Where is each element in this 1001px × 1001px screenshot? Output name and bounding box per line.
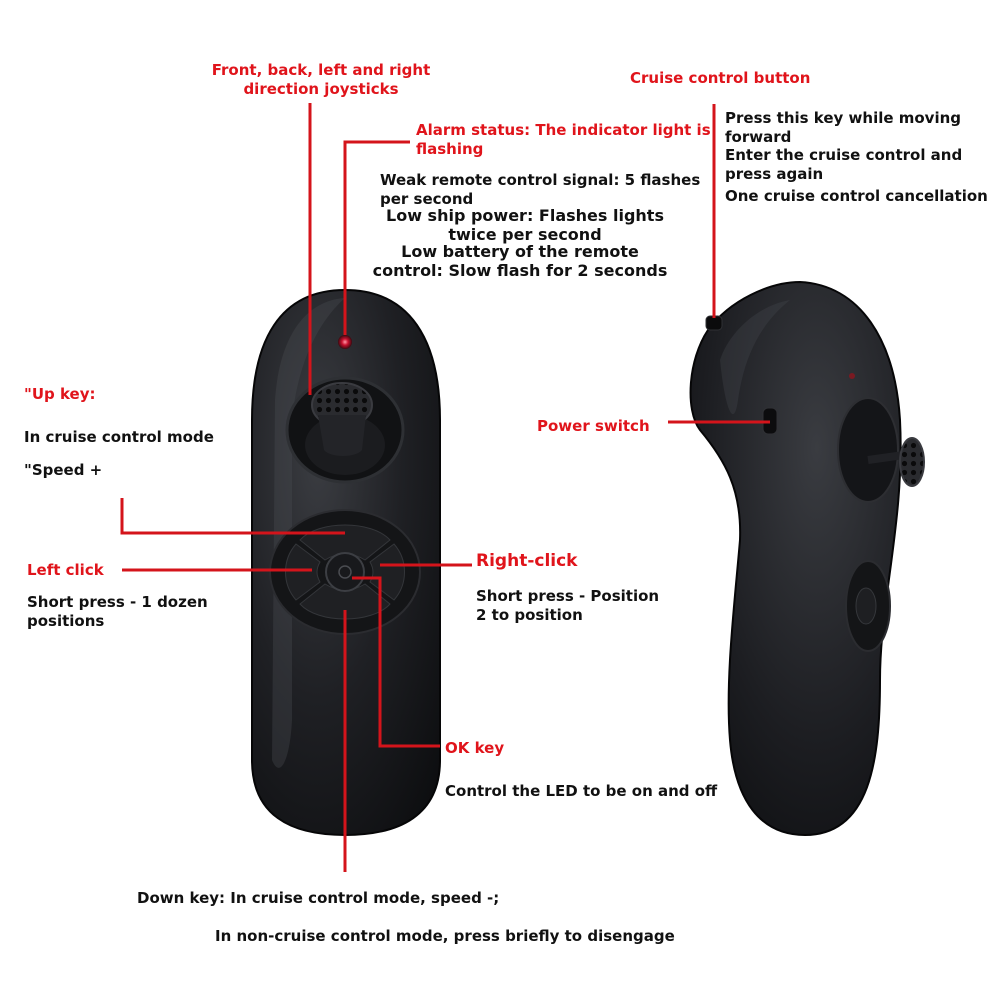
cruise-title: Cruise control button [630,69,811,87]
ok-key-button[interactable] [325,552,365,592]
alarm-ship-line1: Low ship power: Flashes lights [386,206,664,225]
up-key-desc-line2: "Speed + [24,461,103,479]
remote-side-view [689,280,925,837]
left-click-title: Left click [27,561,104,579]
cruise-description: Press this key while moving forward Ente… [725,109,988,206]
cruise-desc-line1: Press this key while moving [725,109,962,127]
alarm-batt-line2: control: Slow flash for 2 seconds [372,261,668,280]
up-key-leader-line [120,498,345,535]
left-click-description: Short press - 1 dozen positions [27,593,208,631]
remote-front-view [251,288,441,837]
right-click-title: Right-click [476,551,578,571]
cruise-desc-line3: Enter the cruise control and [725,146,963,164]
alarm-weak-signal-text: Weak remote control signal: 5 flashes pe… [380,171,700,209]
leader-lines [120,103,770,872]
alarm-leader-line [343,140,410,335]
cruise-desc-line5: One cruise control cancellation [725,187,988,205]
alarm-weak-line2: per second [380,190,474,208]
right-click-desc-line1: Short press - Position [476,587,660,605]
cruise-desc-line2: forward [725,127,792,146]
ok-key-description: Control the LED to be on and off [445,782,718,800]
alarm-batt-line1: Low battery of the remote [401,242,639,261]
up-key-title: "Up key: [24,385,96,403]
alarm-title-line1: Alarm status: The indicator light is [416,121,711,139]
left-click-desc-line2: positions [27,612,105,630]
joystick-knob-icon [899,437,925,487]
down-key-desc-line1: Down key: In cruise control mode, speed … [137,889,500,907]
alarm-weak-line1: Weak remote control signal: 5 flashes [380,171,701,189]
ok-key-leader-line [352,576,440,748]
power-switch-title: Power switch [537,417,650,435]
ok-key-title: OK key [445,739,505,757]
cruise-desc-line4: press again [725,164,824,183]
alarm-title-line2: flashing [416,140,484,158]
alarm-ship-power-text: Low ship power: Flashes lights twice per… [380,206,670,244]
alarm-title: Alarm status: The indicator light is fla… [416,121,711,159]
alarm-ship-line2: twice per second [448,225,602,244]
joystick-label: Front, back, left and right direction jo… [206,61,436,99]
cruise-control-button[interactable] [705,315,723,331]
right-click-desc-line2: 2 to position [476,606,583,624]
up-key-desc-line1: In cruise control mode [24,428,214,446]
joystick-label-line1: Front, back, left and right [211,61,431,79]
left-click-desc-line1: Short press - 1 dozen [27,593,208,611]
left-key-button[interactable] [285,543,321,601]
joystick-label-line2: direction joysticks [243,80,399,98]
alarm-battery-text: Low battery of the remote control: Slow … [370,242,670,280]
led-indicator-icon [338,335,352,349]
right-click-description: Short press - Position 2 to position [476,587,659,625]
down-key-desc-line2: In non-cruise control mode, press briefl… [215,927,675,945]
